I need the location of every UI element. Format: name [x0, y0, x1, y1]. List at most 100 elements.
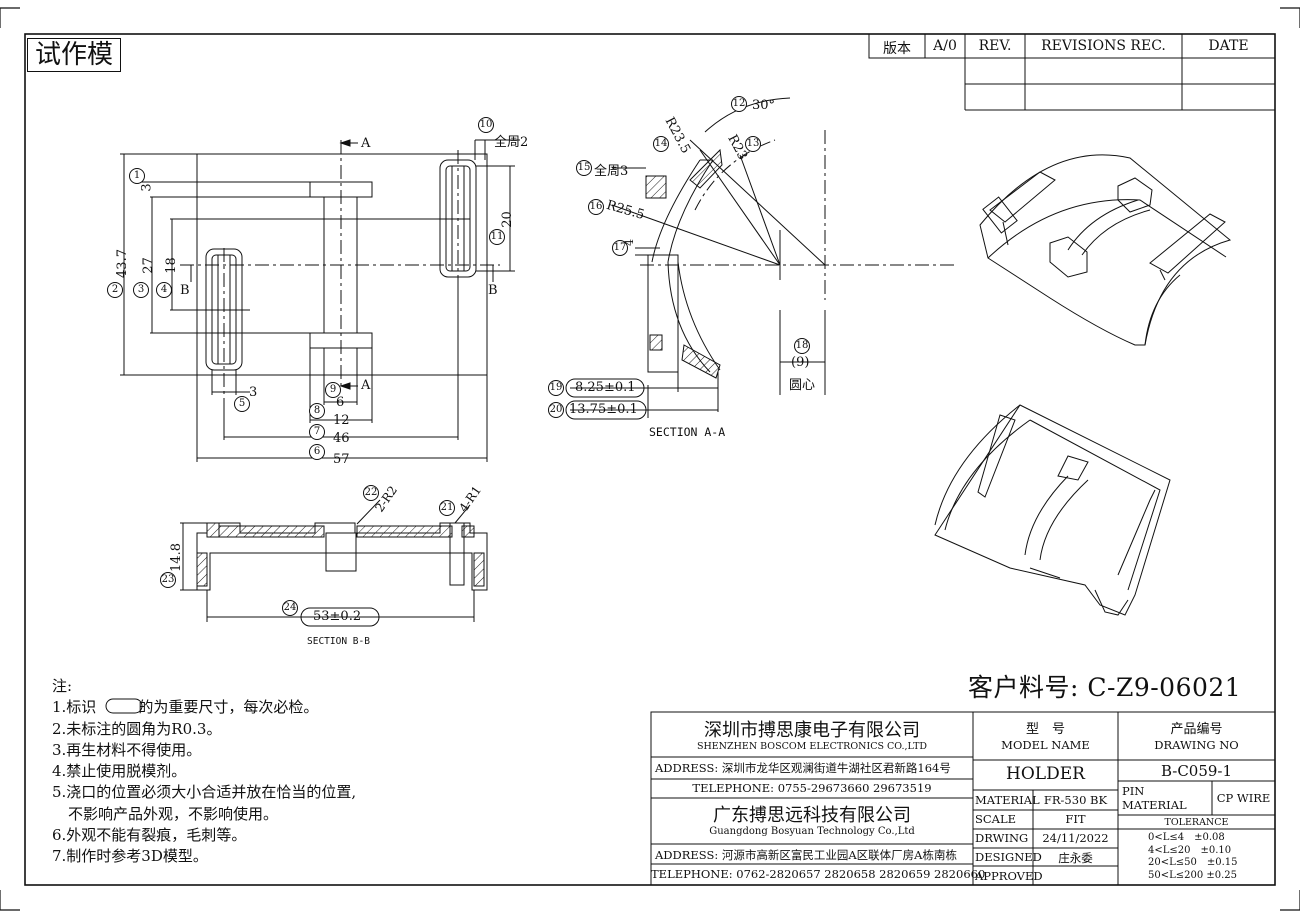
company2-address: ADDRESS: 河源市高新区富民工业园A区联体厂房A栋南栋 — [655, 848, 957, 862]
scale-value: FIT — [1065, 812, 1086, 826]
balloon-number: 17 — [613, 242, 627, 253]
dim-27: 27 — [140, 257, 156, 274]
model-name-value: HOLDER — [1006, 764, 1085, 784]
section-bb-title: SECTION B-B — [307, 636, 370, 647]
balloon-number: 16 — [589, 201, 603, 212]
company2-name-cn: 广东搏思远科技有限公司 — [713, 805, 911, 826]
note-4: 4.禁止使用脱模剂。 — [52, 762, 187, 781]
tolerance-row: 0<L≤4 ±0.08 — [1148, 832, 1225, 843]
note-7: 7.制作时参考3D模型。 — [52, 847, 208, 866]
balloon-number: 20 — [549, 404, 563, 415]
balloon-circle — [794, 338, 810, 354]
section-aa-title: SECTION A-A — [649, 425, 726, 439]
section-mark-a-top: A — [361, 136, 371, 151]
company1-address: ADDRESS: 深圳市龙华区观澜街道牛湖社区君新路164号 — [655, 761, 951, 775]
corner-marks — [0, 7, 1300, 911]
balloon-number: 7 — [313, 426, 321, 437]
balloon-circle — [107, 282, 123, 298]
drawing-no-value: B-C059-1 — [1160, 762, 1233, 780]
tolerance-row: 50<L≤200 ±0.25 — [1148, 869, 1238, 881]
section-mark-b-left: B — [180, 283, 190, 298]
notes-heading: 注: — [52, 677, 73, 695]
tolerance-row: 20<L≤50 ±0.15 — [1148, 857, 1238, 868]
dim-9-ref: (9) — [791, 355, 810, 370]
balloon-circle — [478, 117, 494, 133]
note-6: 6.外观不能有裂痕，毛刺等。 — [52, 826, 247, 845]
balloon-circle — [160, 572, 176, 588]
note-5-continued: 不影响产品外观，不影响使用。 — [68, 804, 279, 823]
balloon-circle — [548, 402, 564, 418]
balloon-number: 10 — [479, 119, 493, 130]
dim-6: 6 — [336, 395, 345, 410]
dim-3-bottom: 3 — [249, 385, 258, 400]
rev-header: REV. — [978, 38, 1012, 54]
tolerance-label: TOLERANCE — [1164, 817, 1229, 828]
company1-telephone: TELEPHONE: 0755-29673660 29673519 — [692, 781, 932, 795]
note-1: 1.标识的为重要尺寸，每次必检。 — [52, 697, 356, 718]
note-3: 3.再生材料不得使用。 — [52, 740, 202, 759]
balloon-number: 3 — [137, 284, 145, 295]
revision-table-lines — [868, 33, 1276, 111]
balloon-circle — [309, 424, 325, 440]
balloon-circle — [282, 600, 298, 616]
iso-view-top — [979, 154, 1232, 346]
material-label: MATERIAL — [975, 793, 1040, 807]
trial-mold-stamp: 试作模 — [27, 38, 121, 72]
balloon-number: 5 — [238, 398, 246, 409]
balloon-circle — [576, 160, 592, 176]
balloon-number: 24 — [283, 602, 297, 613]
section-mark-b-right: B — [488, 283, 498, 298]
company1-name-en: SHENZHEN BOSCOM ELECTRONICS CO.,LTD — [696, 741, 928, 752]
drawing-date: 24/11/2022 — [1042, 831, 1109, 845]
balloon-circle — [363, 485, 379, 501]
company2-telephone: TELEPHONE: 0762-2820657 2820658 2820659 … — [651, 867, 986, 881]
balloon-circle — [489, 229, 505, 245]
balloon-number: 13 — [746, 138, 760, 149]
designed-label: DESIGNED — [975, 850, 1042, 864]
dim-13-75: 13.75±0.1 — [569, 402, 638, 417]
scale-label: SCALE — [975, 812, 1017, 826]
dim-43-7: 43.7 — [114, 249, 130, 278]
revisions-header: REVISIONS REC. — [1041, 38, 1166, 54]
section-mark-a-bottom: A — [361, 378, 371, 393]
balloon-number: 8 — [313, 405, 321, 416]
customer-part-number: 客户料号: C-Z9-06021 — [968, 673, 1242, 702]
balloon-number: 21 — [440, 502, 454, 513]
dim-3-top: 3 — [139, 183, 155, 192]
pin-material-label: PIN MATERIAL — [1122, 784, 1187, 812]
balloon-number: 11 — [490, 231, 504, 242]
approved-label: APPROVED — [975, 869, 1043, 883]
balloon-circle — [588, 199, 604, 215]
dim-8-25: 8.25±0.1 — [575, 380, 636, 395]
balloon-number: 1 — [133, 170, 141, 181]
designed-value: 庄永委 — [1058, 851, 1093, 865]
balloon-number: 19 — [549, 382, 563, 393]
dim-12: 12 — [333, 413, 350, 428]
pin-material-value: CP WIRE — [1216, 791, 1271, 805]
balloon-circle — [325, 382, 341, 398]
drawing-no-cn: 产品编号 — [1170, 722, 1223, 737]
model-name-en: MODEL NAME — [1001, 738, 1090, 752]
dim-14-8: 14.8 — [168, 543, 184, 572]
dim-46: 46 — [333, 431, 350, 446]
balloon-circle — [548, 380, 564, 396]
balloon-number: 9 — [329, 384, 337, 395]
balloon-circle — [129, 168, 145, 184]
top-view — [120, 139, 520, 462]
balloon-number: 15 — [577, 162, 591, 173]
dim-57: 57 — [333, 452, 350, 467]
version-value: A/0 — [933, 38, 957, 54]
model-name-cn: 型 号 — [1025, 722, 1065, 737]
section-aa-view — [570, 97, 955, 418]
note-5: 5.浇口的位置必须大小合适并放在恰当的位置, — [52, 783, 357, 802]
dim-20: 20 — [499, 211, 515, 228]
balloon-circle — [653, 136, 669, 152]
balloon-circle — [234, 396, 250, 412]
balloon-number: 6 — [313, 446, 321, 457]
dim-18: 18 — [163, 257, 179, 274]
dim-53: 53±0.2 — [313, 609, 362, 624]
drawing-label: DRWING — [975, 831, 1029, 845]
title-block-lines — [650, 711, 1276, 886]
sheet-border — [24, 33, 1276, 886]
